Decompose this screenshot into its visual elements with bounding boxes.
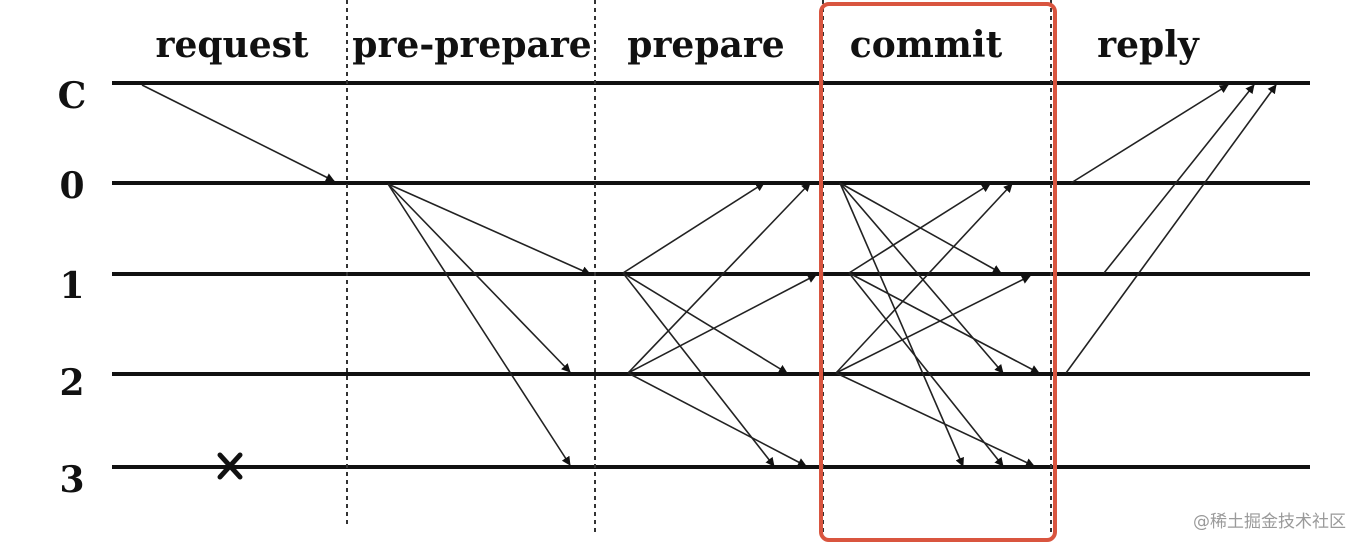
commit-message-arrow: [848, 272, 1004, 467]
phase-label-prepare: prepare: [627, 24, 784, 66]
crash-marker-icon: [217, 452, 243, 480]
pre-prepare-message-arrow: [387, 183, 571, 373]
node-label-replica-1: 1: [59, 265, 84, 307]
node-label-replica-0: 0: [59, 165, 84, 207]
phase-label-pre-prepare: pre-prepare: [352, 24, 591, 66]
commit-message-arrow: [835, 183, 1013, 374]
phase-label-request: request: [155, 24, 308, 66]
node-label-client: C: [58, 75, 87, 117]
node-label-replica-3: 3: [59, 459, 84, 501]
request-message-arrow: [141, 84, 335, 182]
pre-prepare-message-arrow: [387, 183, 591, 275]
phase-label-reply: reply: [1097, 24, 1200, 66]
commit-message-arrow: [848, 183, 991, 274]
watermark: @稀土掘金技术社区: [1193, 512, 1346, 532]
commit-phase-highlight: [819, 2, 1057, 542]
reply-message-arrow: [1070, 84, 1229, 184]
commit-message-arrow: [835, 275, 1031, 374]
prepare-message-arrow: [622, 182, 765, 274]
reply-message-arrow: [1103, 84, 1255, 274]
prepare-message-arrow: [627, 182, 811, 374]
prepare-message-arrow: [627, 372, 807, 467]
commit-message-arrow: [848, 272, 1040, 374]
node-label-replica-2: 2: [59, 362, 84, 404]
commit-message-arrow: [835, 372, 1035, 467]
prepare-message-arrow: [622, 272, 775, 467]
prepare-message-arrow: [627, 274, 817, 374]
pre-prepare-message-arrow: [387, 183, 571, 466]
phase-label-commit: commit: [850, 24, 1003, 66]
prepare-message-arrow: [622, 272, 788, 374]
reply-message-arrow: [1065, 84, 1277, 374]
commit-message-arrow: [839, 182, 1004, 374]
commit-message-arrow: [839, 182, 964, 467]
